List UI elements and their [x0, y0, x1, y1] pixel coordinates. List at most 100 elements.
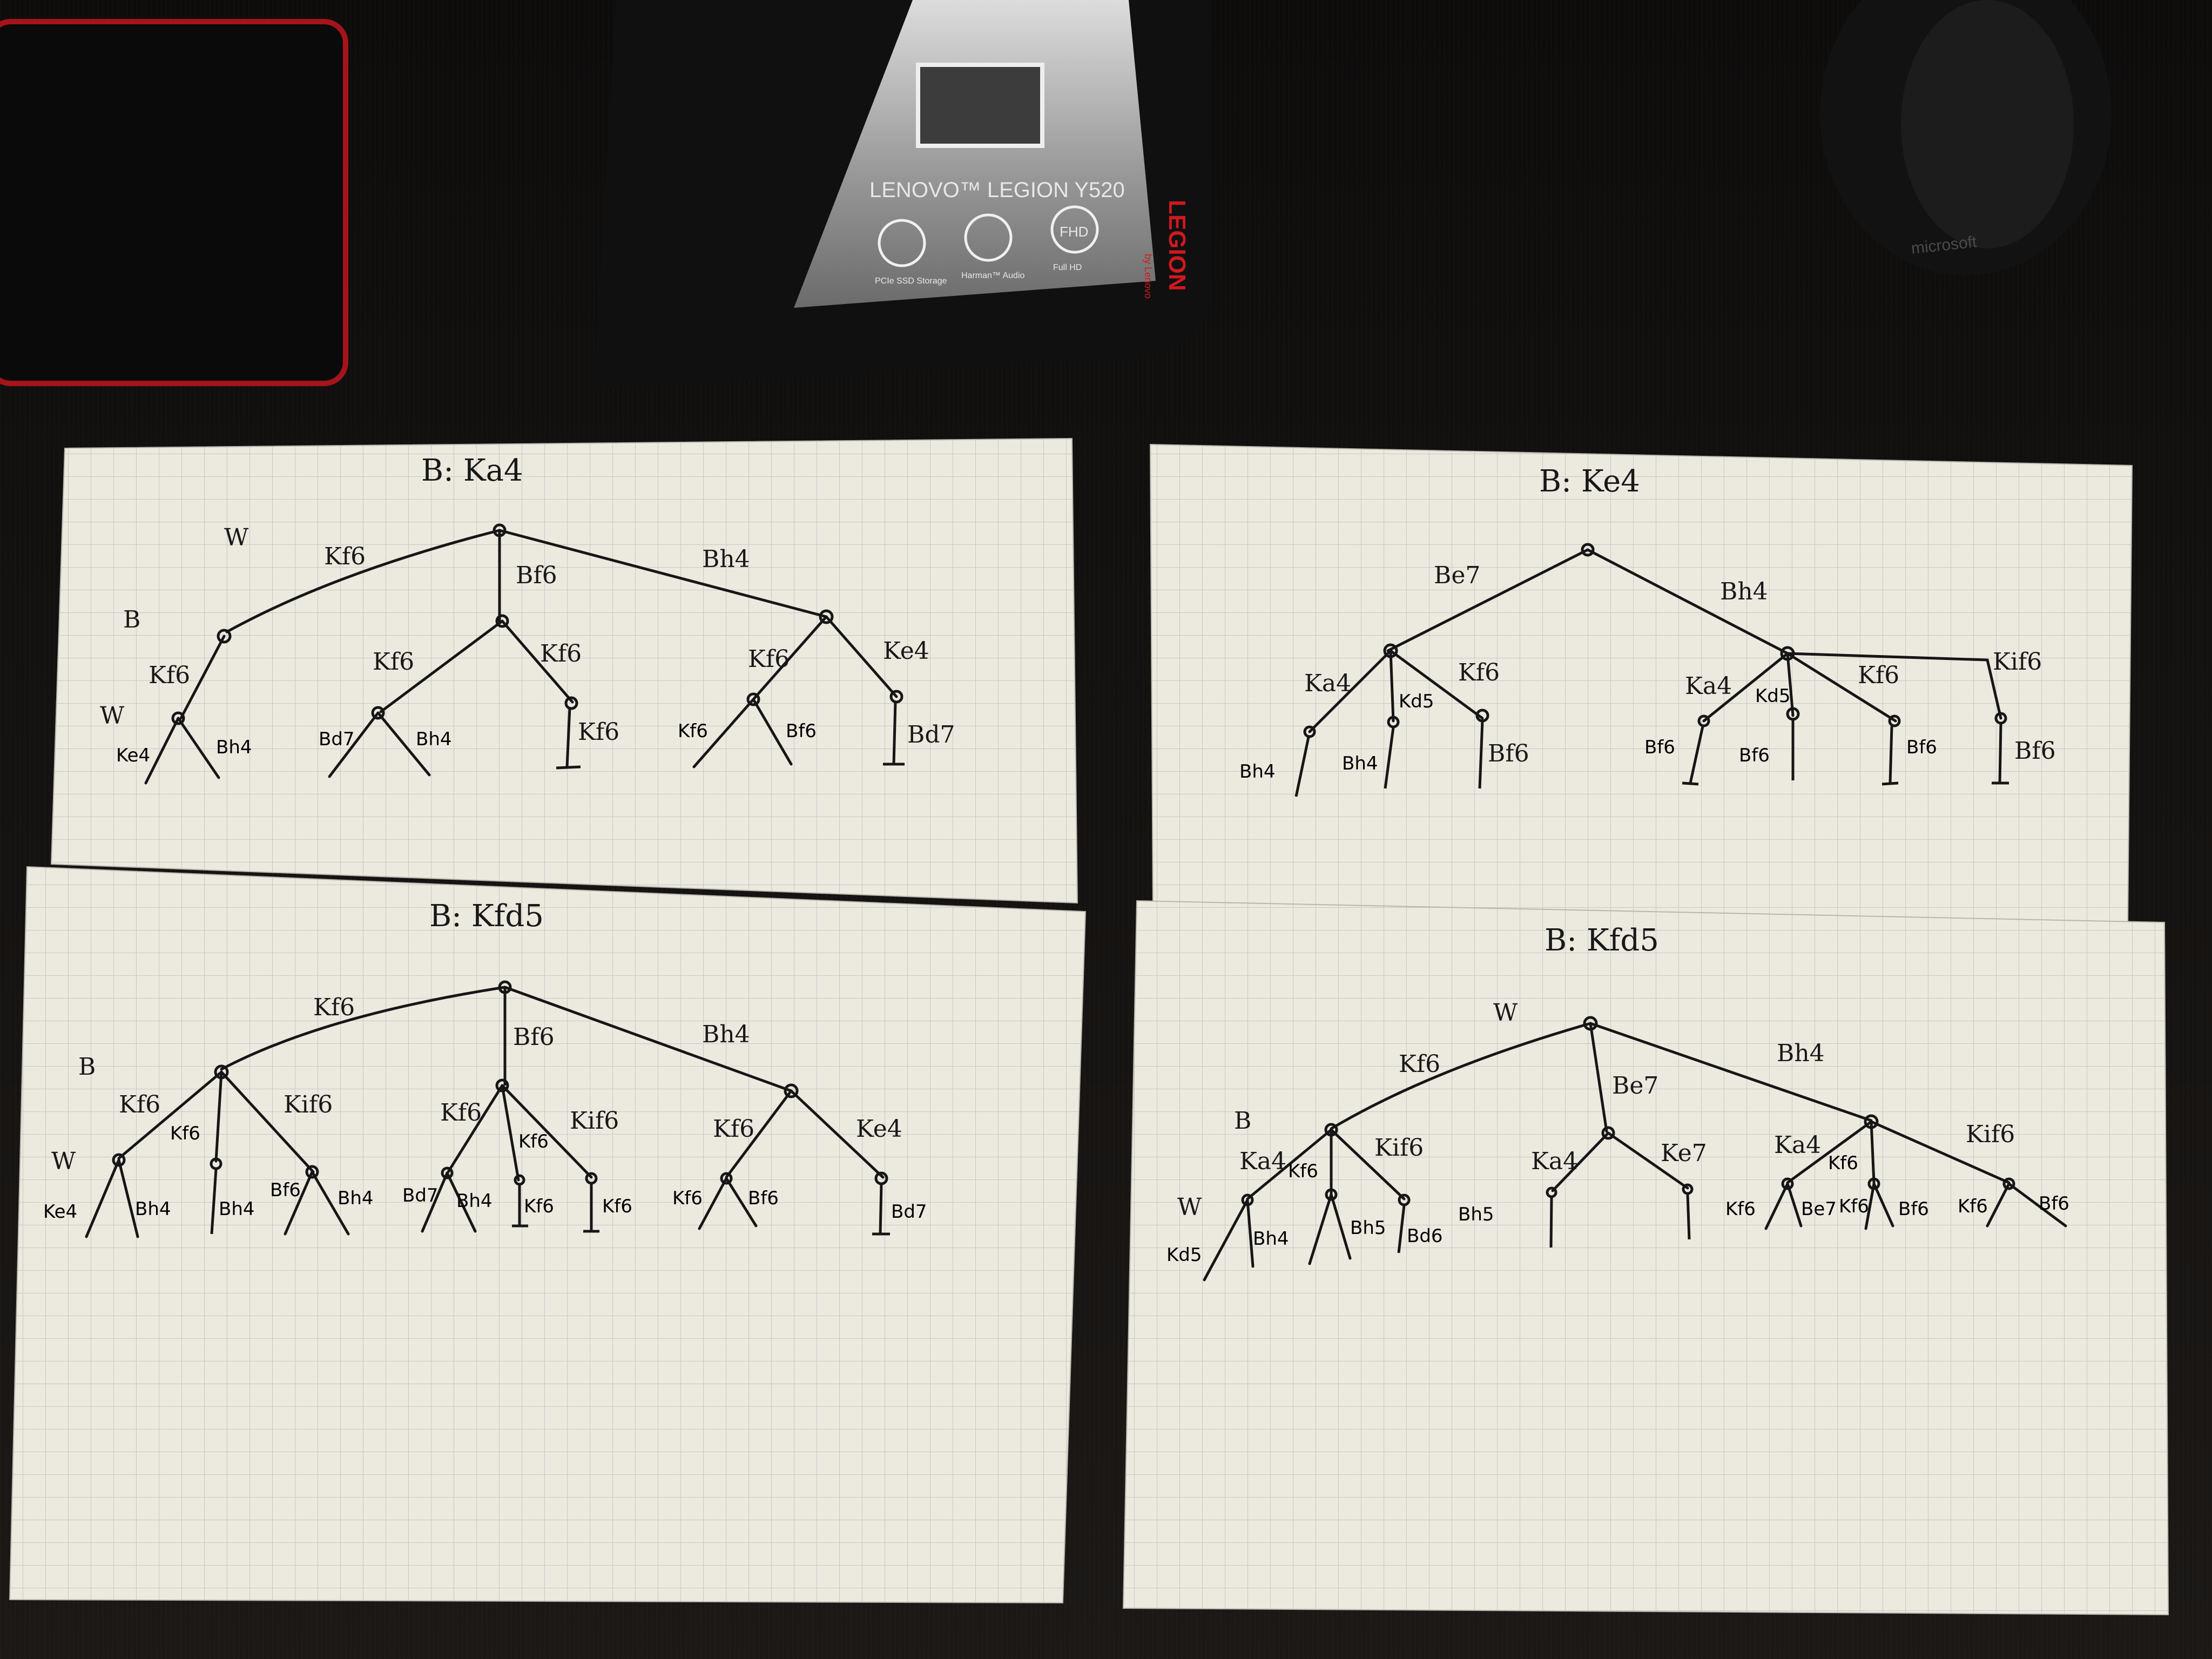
move-label: Bd7: [319, 729, 355, 750]
laptop-icon: [916, 63, 1044, 148]
move-label: Kf6: [170, 1123, 200, 1144]
feature-audio-label: Harman™ Audio: [961, 271, 1024, 280]
laptop-corner: LENOVO™ LEGION Y520 FHD PCIe SSD Storage…: [594, 0, 1210, 389]
sheet-2: B: Ke4 Be7 Bh4 Ka4 Kd5 Kf6 Bh4 Bh4 Bf6 K…: [1149, 443, 2133, 926]
move-label: Kf6: [748, 645, 790, 673]
move-label: Kf6: [1458, 659, 1500, 686]
move-label: Kd5: [1166, 1244, 1202, 1266]
move-label: Bh4: [219, 1198, 255, 1220]
side-mark: W: [1177, 1193, 1202, 1221]
feature-ssd-label: PCIe SSD Storage: [875, 276, 947, 286]
side-mark: W: [224, 524, 249, 551]
sticker-brand: LENOVO™ LEGION Y520: [869, 178, 1125, 202]
move-label: Ke4: [116, 745, 150, 766]
move-label: Bh4: [416, 729, 452, 750]
fhd-icon: [1050, 205, 1099, 254]
move-label: Ka4: [1531, 1148, 1578, 1175]
move-label: Bh4: [1253, 1228, 1289, 1250]
move-label: Bf6: [1898, 1198, 1929, 1220]
fhd-badge: FHD: [1060, 224, 1088, 240]
move-label: Ke4: [43, 1201, 77, 1223]
sheet-3-title: B: Kfd5: [429, 899, 544, 934]
sheet-1-title: B: Ka4: [421, 453, 523, 488]
move-label: Ka4: [1304, 670, 1351, 697]
side-mark: B: [78, 1053, 96, 1081]
sheet-4: B: Kfd5 W B W Kf6 Be7 Bh4 Ka4 Kf6 Kif6 K…: [1122, 900, 2169, 1616]
move-label: Ke7: [1661, 1139, 1707, 1167]
legion-by-lenovo: by Lenovo: [1143, 254, 1154, 299]
side-mark: W: [1493, 999, 1518, 1027]
move-label: Kf6: [1839, 1196, 1869, 1217]
move-label: Kf6: [440, 1099, 482, 1127]
move-label: Kf6: [524, 1196, 554, 1217]
move-label: Bf6: [270, 1179, 301, 1201]
speaker-icon: [964, 213, 1013, 262]
move-label: Bh4: [702, 1021, 750, 1048]
move-label: Ka4: [1685, 672, 1732, 700]
move-label: Be7: [1801, 1198, 1837, 1220]
move-label: Kd5: [1755, 685, 1791, 707]
move-label: Kf6: [1958, 1196, 1988, 1217]
move-label: Ka4: [1239, 1148, 1286, 1175]
move-label: Bh4: [702, 545, 750, 573]
side-mark: W: [100, 702, 125, 730]
move-label: Bf6: [1906, 737, 1937, 758]
feature-hd-label: Full HD: [1053, 263, 1082, 272]
move-label: Bf6: [513, 1023, 555, 1051]
move-label: Kf6: [578, 718, 619, 746]
move-label: Bh4: [1720, 578, 1768, 605]
move-label: Kf6: [713, 1115, 754, 1143]
move-label: Kf6: [1288, 1161, 1318, 1182]
move-label: Bh4: [1342, 753, 1378, 774]
move-label: Bh4: [338, 1188, 374, 1209]
move-label: Be7: [1434, 562, 1480, 589]
move-label: Kf6: [672, 1188, 703, 1209]
move-label: Kf6: [1828, 1152, 1858, 1174]
move-label: Be7: [1612, 1072, 1658, 1100]
side-mark: B: [1234, 1107, 1251, 1135]
move-label: Bf6: [1739, 745, 1770, 766]
move-label: Kf6: [602, 1196, 632, 1217]
move-label: Bd7: [402, 1185, 439, 1206]
move-label: Bh5: [1458, 1204, 1494, 1225]
move-label: Kf6: [678, 720, 708, 742]
move-label: Bf6: [2014, 737, 2056, 765]
move-label: Kf6: [373, 648, 414, 676]
move-label: Bf6: [516, 562, 557, 589]
side-mark: W: [51, 1148, 76, 1175]
move-label: Bd7: [891, 1201, 927, 1223]
move-label: Bh5: [1350, 1217, 1386, 1239]
move-label: Bh4: [216, 737, 252, 758]
move-label: Kf6: [1725, 1198, 1756, 1220]
move-label: Ke4: [883, 637, 929, 665]
sheet-2-title: B: Ke4: [1539, 464, 1640, 499]
move-label: Bf6: [748, 1188, 779, 1209]
sheet-1: B: Ka4 W B W Kf6 Bf6 Bh4 Kf6 Ke4 Bh4 Kf6…: [50, 437, 1078, 904]
move-label: Kf6: [119, 1091, 160, 1118]
ssd-icon: [878, 219, 926, 267]
move-label: Kf6: [313, 994, 355, 1021]
tablet: [0, 19, 348, 386]
move-label: Bf6: [2039, 1193, 2069, 1215]
sheet-3: B: Kfd5 B W Kf6 Bf6 Bh4 Kf6 Kf6 Kif6 Ke4…: [9, 866, 1087, 1604]
move-label: Ke4: [856, 1115, 902, 1143]
move-label: Bh4: [135, 1198, 171, 1220]
move-label: Kf6: [149, 662, 190, 689]
legion-logo: LEGION: [1164, 200, 1190, 291]
move-label: Bf6: [1488, 740, 1529, 767]
move-label: Kf6: [1858, 662, 1899, 689]
side-mark: B: [123, 606, 140, 633]
move-label: Kf6: [1399, 1050, 1440, 1078]
move-label: Bh4: [456, 1190, 493, 1212]
move-label: Bd6: [1407, 1225, 1443, 1247]
move-label: Bf6: [1644, 737, 1675, 758]
move-label: Ka4: [1774, 1131, 1821, 1159]
move-label: Bf6: [786, 720, 817, 742]
move-label: Kf6: [518, 1131, 549, 1152]
move-label: Kif6: [284, 1091, 333, 1118]
move-label: Kd5: [1399, 691, 1434, 712]
move-label: Bh4: [1239, 761, 1276, 783]
move-label: Kif6: [1966, 1121, 2015, 1148]
move-label: Kif6: [1993, 648, 2042, 676]
